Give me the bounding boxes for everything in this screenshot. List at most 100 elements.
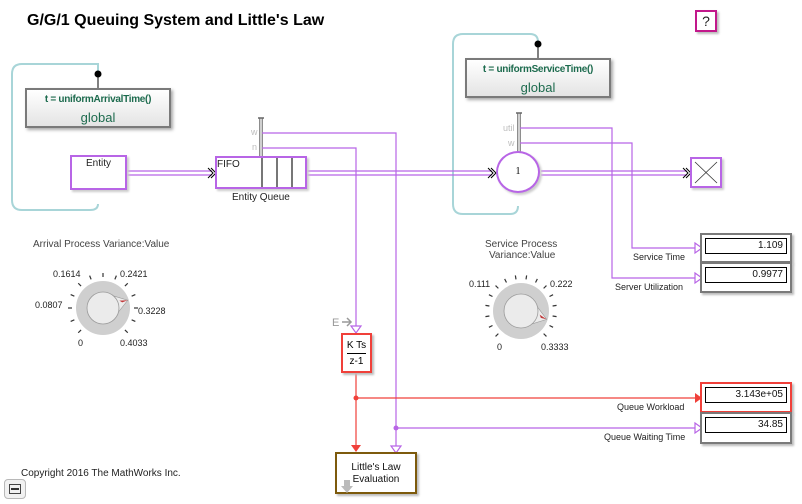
knob-tick <box>495 333 499 337</box>
arrival-tick-label: 0.0807 <box>35 300 63 310</box>
knob-tick <box>549 294 554 298</box>
entity-terminator-block[interactable] <box>690 157 722 188</box>
copyright-text: Copyright 2016 The MathWorks Inc. <box>21 468 181 479</box>
knob-tick <box>77 329 82 334</box>
knob-tick <box>495 285 499 289</box>
knob-tick <box>485 304 490 307</box>
arrival-tick-label: 0 <box>78 338 84 348</box>
queue-slot <box>276 158 278 187</box>
arrival-time-function-block[interactable]: t = uniformArrivalTime() global <box>25 88 171 128</box>
collapse-button[interactable] <box>4 479 26 499</box>
service-knob-label-line1: Service Process <box>485 239 558 250</box>
arrival-event-loop <box>11 62 99 211</box>
knob-tick <box>488 294 493 298</box>
littles-law-line1: Little's Law <box>351 462 401 473</box>
server-port-bar <box>517 112 521 154</box>
entity-queue-block[interactable]: FIFO <box>215 156 307 189</box>
queue-port-n: n <box>252 142 258 152</box>
discrete-integrator-block[interactable]: K Ts z-1 <box>341 333 372 373</box>
knob-tick <box>70 294 75 297</box>
queue-n-signal <box>262 147 357 326</box>
minus-icon <box>9 484 21 494</box>
display-value: 34.85 <box>705 417 787 433</box>
littles-law-evaluation-block[interactable]: Little's Law Evaluation <box>335 452 417 494</box>
queue-type-label: FIFO <box>217 159 240 170</box>
knob-tick <box>114 275 117 280</box>
queue-workload-display[interactable]: 3.143e+05 <box>700 382 792 413</box>
knob-tick <box>70 319 75 322</box>
knob-tick <box>514 275 517 280</box>
knob-needle <box>119 300 128 303</box>
queue-slot <box>261 158 263 187</box>
arrival-function-scope: global <box>80 110 116 125</box>
entity-queue-name: Entity Queue <box>232 192 290 203</box>
fraction-bar <box>347 353 366 354</box>
knob-tick <box>549 324 554 328</box>
arrival-tick-label: 0.1614 <box>53 269 81 279</box>
arrival-tick-label: 0.2421 <box>120 269 148 279</box>
queue-port-bar <box>259 117 263 159</box>
entity-generator-block[interactable]: Entity <box>70 155 127 190</box>
knob-center <box>86 291 120 325</box>
integrator-denominator: z-1 <box>349 356 364 367</box>
knob-tick <box>543 333 547 337</box>
service-variance-knob[interactable] <box>477 267 567 357</box>
service-time-label: Service Time <box>633 252 686 262</box>
help-button[interactable]: ? <box>695 10 717 32</box>
knob-tick <box>552 315 557 318</box>
server-capacity: 1 <box>515 166 521 177</box>
knob-tick <box>488 324 493 328</box>
page-title: G/G/1 Queuing System and Little's Law <box>27 12 325 29</box>
knob-tick <box>543 285 547 289</box>
enable-arrow-icon <box>342 317 353 327</box>
knob-tick <box>77 282 82 287</box>
queue-slot <box>291 158 293 187</box>
service-tick-label: 0.3333 <box>541 342 569 352</box>
knob-tick <box>89 275 92 280</box>
service-time-display[interactable]: 1.109 <box>700 233 792 263</box>
server-utilization-label: Server Utilization <box>615 282 684 292</box>
branch-point-red <box>353 395 359 401</box>
knob-tick <box>534 278 538 283</box>
arrival-tick-label: 0.3228 <box>138 306 166 316</box>
down-arrow-icon <box>341 480 353 493</box>
service-tick-label: 0.222 <box>550 279 573 289</box>
enable-port-label: E <box>332 317 340 329</box>
knob-tick <box>124 282 129 287</box>
arrival-function-expression: t = uniformArrivalTime() <box>44 94 152 105</box>
queue-waiting-time-display[interactable]: 34.85 <box>700 412 792 444</box>
queue-waiting-time-label: Queue Waiting Time <box>604 432 686 442</box>
server-input-chevron <box>487 167 497 179</box>
queue-workload-label: Queue Workload <box>617 402 685 412</box>
x-icon <box>694 161 718 184</box>
knob-tick <box>131 294 136 297</box>
service-function-expression: t = uniformServiceTime() <box>482 64 594 75</box>
server-utilization-display[interactable]: 0.9977 <box>700 262 792 293</box>
queue-port-w: w <box>251 127 258 137</box>
knob-tick <box>525 275 528 280</box>
service-time-function-block[interactable]: t = uniformServiceTime() global <box>465 58 611 98</box>
knob-tick <box>504 278 508 283</box>
knob-tick <box>131 319 136 322</box>
arrival-tick-label: 0.4033 <box>120 338 148 348</box>
service-event-loop <box>452 33 539 215</box>
server-block[interactable]: 1 <box>496 151 540 193</box>
service-function-scope: global <box>520 80 556 95</box>
knob-tick <box>552 304 557 307</box>
server-w-signal <box>520 142 697 249</box>
entity-generator-label: Entity <box>85 158 111 169</box>
service-tick-label: 0.111 <box>469 279 491 289</box>
display-value: 0.9977 <box>705 267 787 283</box>
branch-point-purple <box>393 425 399 431</box>
arrival-knob-label: Arrival Process Variance:Value <box>33 239 170 250</box>
littles-law-line2: Evaluation <box>352 474 400 485</box>
queue-w-signal <box>262 132 397 448</box>
display-value: 3.143e+05 <box>705 387 787 403</box>
service-knob-label-line2: Variance:Value <box>489 250 556 261</box>
arrival-variance-knob[interactable] <box>60 265 150 355</box>
knob-needle <box>539 314 547 320</box>
integrator-numerator: K Ts <box>346 340 367 351</box>
service-tick-label: 0 <box>497 342 503 352</box>
server-port-util: util <box>503 123 515 133</box>
